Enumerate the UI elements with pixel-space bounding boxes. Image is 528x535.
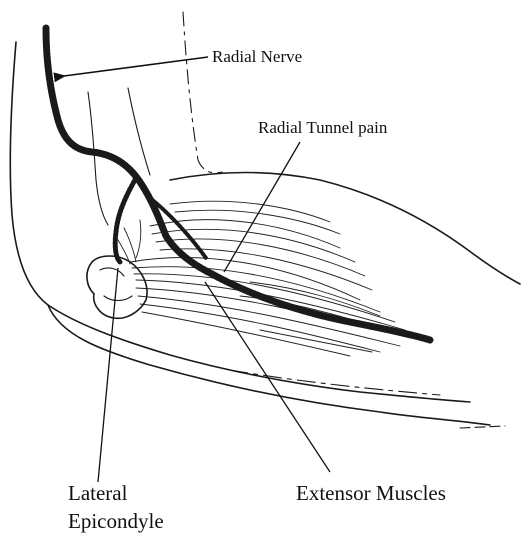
forearm-end-dash: [460, 426, 505, 428]
lateral-label: Lateral: [68, 481, 128, 505]
radial-nerve-arrow: [64, 57, 208, 76]
radial-nerve-path: [46, 28, 430, 340]
forearm-top-edge: [170, 172, 520, 284]
upper-arm-front-edge: [183, 12, 222, 173]
forearm-dash-contour: [230, 370, 440, 395]
extensor-muscles-label: Extensor Muscles: [296, 481, 446, 505]
radial-tunnel-pain-label: Radial Tunnel pain: [258, 118, 388, 137]
radial-tunnel-pointer: [224, 142, 300, 272]
upper-arm-back-edge: [10, 42, 470, 402]
lateral-epicondyle-bone: [87, 256, 147, 318]
arm-outline: [10, 12, 520, 428]
radial-nerve-label: Radial Nerve: [212, 47, 302, 66]
epicondyle-label: Epicondyle: [68, 509, 164, 533]
lateral-epicondyle-pointer: [98, 268, 118, 482]
bicep-contour-2: [128, 88, 150, 175]
bicep-contour: [88, 92, 108, 225]
forearm-lower-edge: [48, 305, 490, 425]
